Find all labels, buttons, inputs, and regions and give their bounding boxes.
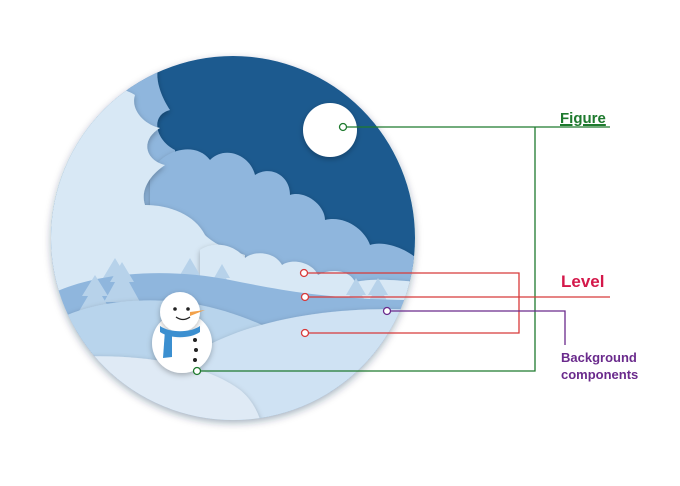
- background-components-label-line1: Background: [561, 350, 637, 365]
- background-components-label: Background components: [561, 349, 638, 383]
- background-components-label-line2: components: [561, 367, 639, 382]
- snowman-icon: [152, 292, 212, 373]
- level-connector: [299, 268, 610, 338]
- moon-icon: [303, 103, 357, 157]
- background-components-connector: [382, 306, 566, 345]
- scene-illustration: [51, 56, 415, 420]
- figure-label: Figure: [560, 110, 606, 127]
- figure-connector: [192, 122, 610, 376]
- level-label: Level: [561, 272, 605, 291]
